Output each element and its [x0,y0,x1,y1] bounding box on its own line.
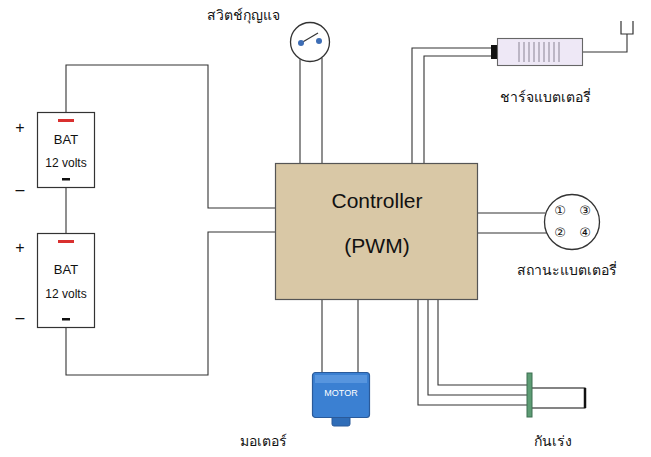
wire-connector [418,300,527,405]
wire-connector [300,58,322,163]
wire [66,232,275,375]
switch-shape [290,22,330,62]
wire [66,65,275,208]
charger-shape [497,38,583,66]
throttle-label: กันเร่ง [534,433,572,450]
switch-contact [316,38,322,44]
battery-outline [38,113,95,188]
charger-fin [529,42,530,62]
motor-highlight [315,375,367,383]
wire [478,232,546,233]
throttle-end-cap [584,388,587,408]
throttle-shape [510,370,610,420]
charger-body [498,39,583,66]
motor: MOTORมอเตอร์ [312,372,370,418]
switch-outline [291,23,330,62]
battery-label: BAT [54,262,78,278]
charger-fin [534,42,535,62]
status-shape [544,194,600,250]
key-switch-label: สวิตช์กุญแจ [207,7,280,24]
battery-voltage: 12 volts [45,287,86,301]
battery-voltage: 12 volts [45,156,86,170]
wire [428,300,527,395]
wire [321,300,322,372]
ctrl-shape [275,163,478,300]
positive-terminal [58,119,74,122]
wire [424,56,491,163]
wire [357,300,358,372]
switch-contact [298,40,304,46]
controller-box: Controller (PWM) [275,163,478,300]
throttle-grip [527,373,532,417]
wire [412,48,491,163]
mains-plug [621,21,633,34]
wire-connector [66,188,67,233]
wire-connector [478,213,546,233]
throttle: กันเร่ง [510,370,610,420]
motor-label: มอเตอร์ [240,433,287,450]
wire-connector [412,48,491,163]
charger-fin [539,42,540,62]
charger: ชาร์จแบตเตอรี่ [497,38,583,66]
pin-number: ① [554,203,566,219]
motor-body [313,373,370,418]
terminal-sign: + [15,238,24,257]
positive-terminal [58,240,74,243]
battery-label: BAT [54,132,78,148]
charger-fin [559,42,560,62]
key-switch: สวิตช์กุญแจ [290,22,330,62]
charger-fin [544,42,545,62]
terminal-sign: – [16,308,25,327]
wire [418,300,527,405]
wire [65,188,66,233]
wire-connector [66,232,275,375]
motor-text: MOTOR [324,388,357,399]
terminal-sign: + [15,118,24,137]
bat-shape [37,112,95,188]
negative-terminal [62,318,70,321]
pin-number: ④ [579,225,591,241]
wire [299,59,300,163]
controller-outline [276,164,478,300]
controller-title: Controller [331,188,422,213]
charger-fin [524,42,525,62]
battery-box: BAT 12 volts [37,112,95,188]
charger-label: ชาร์จแบตเตอรี่ [500,89,591,106]
battery-status-connector: ①③②④สถานะแบตเตอรี่ [544,194,600,250]
terminal-sign: – [16,180,25,199]
charger-fin [549,42,550,62]
charger-cable [583,34,627,52]
status-connector-outline [545,195,600,250]
wire [478,212,545,213]
negative-terminal [62,178,70,181]
wire-connector [66,65,275,208]
wire [438,300,527,385]
bat-shape [37,233,95,328]
battery-box: BAT 12 volts [37,233,95,328]
wire-connector [322,300,358,372]
pin-number: ③ [579,203,591,219]
wire [321,58,322,163]
battery-outline [38,234,95,328]
charger-plug [491,45,497,59]
pin-number: ② [554,225,566,241]
charger-fin [554,42,555,62]
status-label: สถานะแบตเตอรี่ [517,262,617,279]
charger-fin [519,42,520,62]
throttle-bar [531,388,585,408]
controller-subtitle: (PWM) [344,233,409,258]
